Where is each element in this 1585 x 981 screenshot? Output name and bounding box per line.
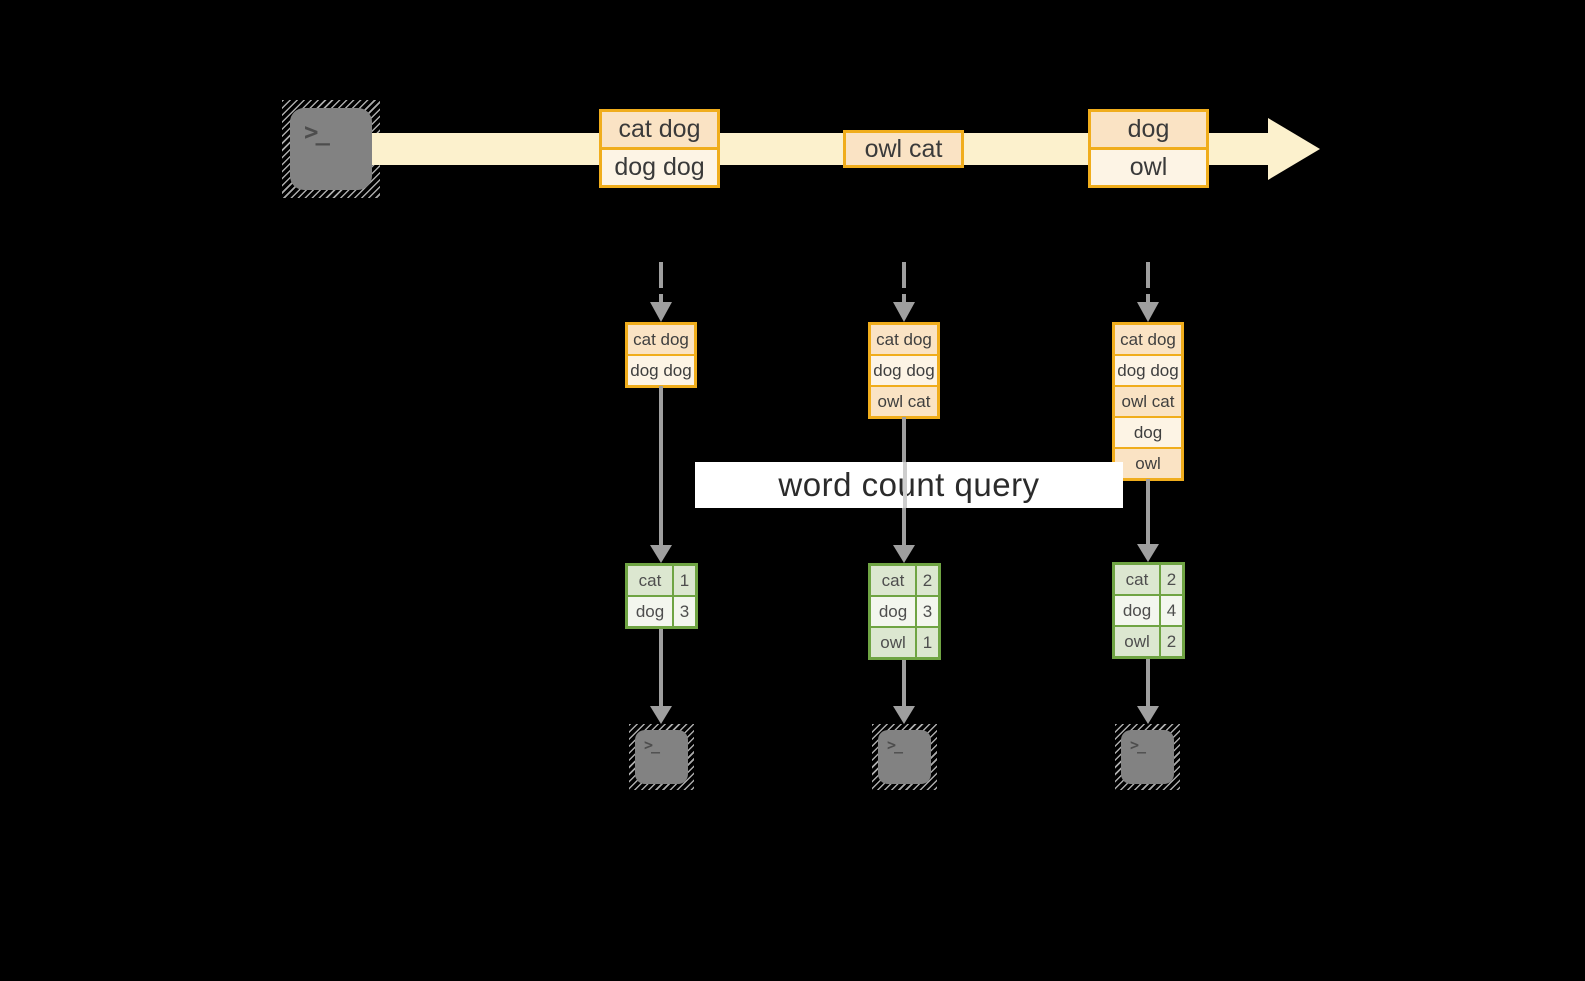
terminal-prompt-glyph: >_ xyxy=(1130,736,1146,754)
snapshot-row: dog dog xyxy=(1115,354,1181,385)
snapshot-row: cat dog xyxy=(1115,325,1181,354)
count-cell: 2 xyxy=(1161,627,1182,656)
terminal-body: >_ xyxy=(1121,730,1174,784)
dashed-arrowhead-icon xyxy=(893,302,915,322)
arrowhead-icon xyxy=(650,545,672,563)
snapshot-row: dog dog xyxy=(871,354,937,385)
sink-terminal-icon: >_ xyxy=(1115,724,1180,790)
dashed-arrow-segment xyxy=(659,262,663,288)
snapshot-row: cat dog xyxy=(628,325,694,354)
terminal-prompt-glyph: >_ xyxy=(887,736,903,754)
count-cell: 3 xyxy=(674,597,695,626)
sink-terminal-icon: >_ xyxy=(872,724,937,790)
count-cell: 4 xyxy=(1161,596,1182,625)
snapshot-row: cat dog xyxy=(871,325,937,354)
dashed-arrowhead-icon xyxy=(1137,302,1159,322)
arrow-stem xyxy=(659,629,663,706)
word-cell: cat xyxy=(871,566,915,595)
dashed-arrow-segment xyxy=(1146,294,1150,304)
arrowhead-icon xyxy=(1137,706,1159,724)
query-label-text: word count query xyxy=(778,466,1040,503)
word-cell: owl xyxy=(1115,627,1159,656)
arrowhead-icon xyxy=(1137,544,1159,562)
timeline-arrowhead-icon xyxy=(1268,118,1320,180)
word-cell: owl xyxy=(871,628,915,657)
word-cell: cat xyxy=(628,566,672,595)
dashed-arrowhead-icon xyxy=(650,302,672,322)
dashed-arrow-segment xyxy=(902,294,906,304)
count-cell: 2 xyxy=(1161,565,1182,594)
arrowhead-icon xyxy=(893,706,915,724)
terminal-prompt-glyph: >_ xyxy=(304,118,330,146)
dashed-arrow-segment xyxy=(659,294,663,304)
arrow-stem xyxy=(902,660,906,706)
event-row: owl cat xyxy=(846,133,961,165)
arrowhead-icon xyxy=(893,545,915,563)
count-cell: 3 xyxy=(917,597,938,626)
count-cell: 1 xyxy=(674,566,695,595)
sink-terminal-icon: >_ xyxy=(629,724,694,790)
dashed-arrow-segment xyxy=(902,262,906,288)
word-cell: cat xyxy=(1115,565,1159,594)
snapshot-row: owl cat xyxy=(871,385,937,416)
event-row: dog dog xyxy=(602,147,717,185)
event-row: cat dog xyxy=(602,112,717,147)
snapshot-row: owl cat xyxy=(1115,385,1181,416)
arrow-stem xyxy=(1146,659,1150,706)
event-row: dog xyxy=(1091,112,1206,147)
terminal-body: >_ xyxy=(290,108,372,190)
count-cell: 2 xyxy=(917,566,938,595)
count-cell: 1 xyxy=(917,628,938,657)
terminal-prompt-glyph: >_ xyxy=(644,736,660,754)
snapshot-row: dog xyxy=(1115,416,1181,447)
snapshot-row: owl xyxy=(1115,447,1181,478)
arrow-stem xyxy=(1146,479,1150,545)
query-label: word count query xyxy=(695,462,1123,508)
word-cell: dog xyxy=(871,597,915,626)
arrowhead-icon xyxy=(650,706,672,724)
source-terminal-icon: >_ xyxy=(282,100,380,198)
terminal-body: >_ xyxy=(878,730,931,784)
word-cell: dog xyxy=(628,597,672,626)
word-cell: dog xyxy=(1115,596,1159,625)
arrow-stem xyxy=(659,386,663,546)
terminal-body: >_ xyxy=(635,730,688,784)
dashed-arrow-segment xyxy=(1146,262,1150,288)
event-box: owl cat xyxy=(843,130,964,168)
arrow-through-label xyxy=(903,462,907,508)
event-row: owl xyxy=(1091,147,1206,185)
snapshot-row: dog dog xyxy=(628,354,694,385)
